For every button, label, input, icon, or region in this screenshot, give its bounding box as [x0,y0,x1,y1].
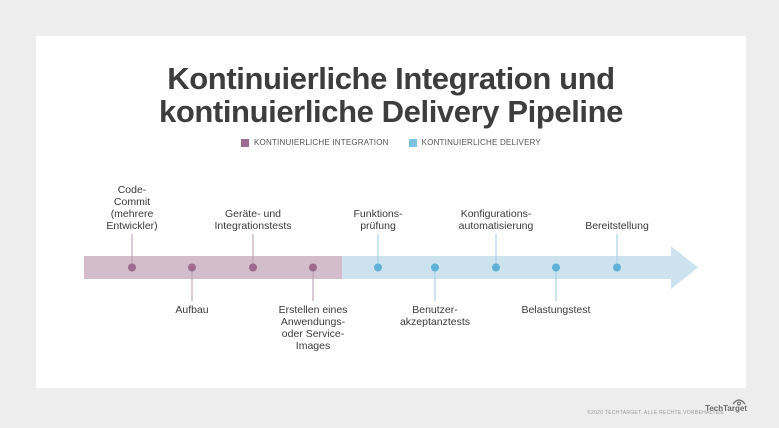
step-dot [374,263,382,272]
brand-name: TechTarget [705,404,747,413]
step-label: Erstellen eines Anwendungs- oder Service… [278,304,348,352]
step-label: Konfigurations- automatisierung [458,208,534,232]
step-dot [552,263,560,272]
diagram-card [36,36,746,388]
legend-item-cd: KONTINUIERLICHE DELIVERY [408,138,541,147]
step-dot [492,263,500,272]
step-label: Code- Commit (mehrere Entwickler) [106,184,158,232]
ci-band [84,256,342,279]
legend-item-ci: KONTINUIERLICHE INTEGRATION [241,138,389,147]
title-line-2: kontinuierliche Delivery Pipeline [158,94,623,129]
legend-swatch-ci [241,138,250,147]
step-dot [128,263,136,272]
step-dot [613,263,621,272]
title-line-1: Kontinuierliche Integration und [167,61,615,96]
copyright-footer: ©2020 TECHTARGET. ALLE RECHTE VORBEHALTE… [587,410,725,416]
legend-label-cd: KONTINUIERLICHE DELIVERY [421,138,541,147]
step-label: Benutzer- akzeptanztests [399,304,471,328]
techtarget-logo-icon [732,399,746,406]
legend-swatch-cd [408,138,417,147]
step-label: Bereitstellung [585,220,649,232]
step-label: Funktions- prüfung [353,208,403,232]
step-label: Belastungstest [521,304,591,316]
step-label: Aufbau [175,304,209,316]
step-label: Geräte- und Integrationstests [214,208,292,232]
legend-label-ci: KONTINUIERLICHE INTEGRATION [254,138,389,147]
cd-arrow [342,246,698,289]
step-dot [249,263,257,272]
step-dot [188,263,196,272]
diagram-title: Kontinuierliche Integration und kontinui… [36,62,746,128]
legend: KONTINUIERLICHE INTEGRATION KONTINUIERLI… [36,138,746,147]
step-dot [431,263,439,272]
step-dot [309,263,317,272]
